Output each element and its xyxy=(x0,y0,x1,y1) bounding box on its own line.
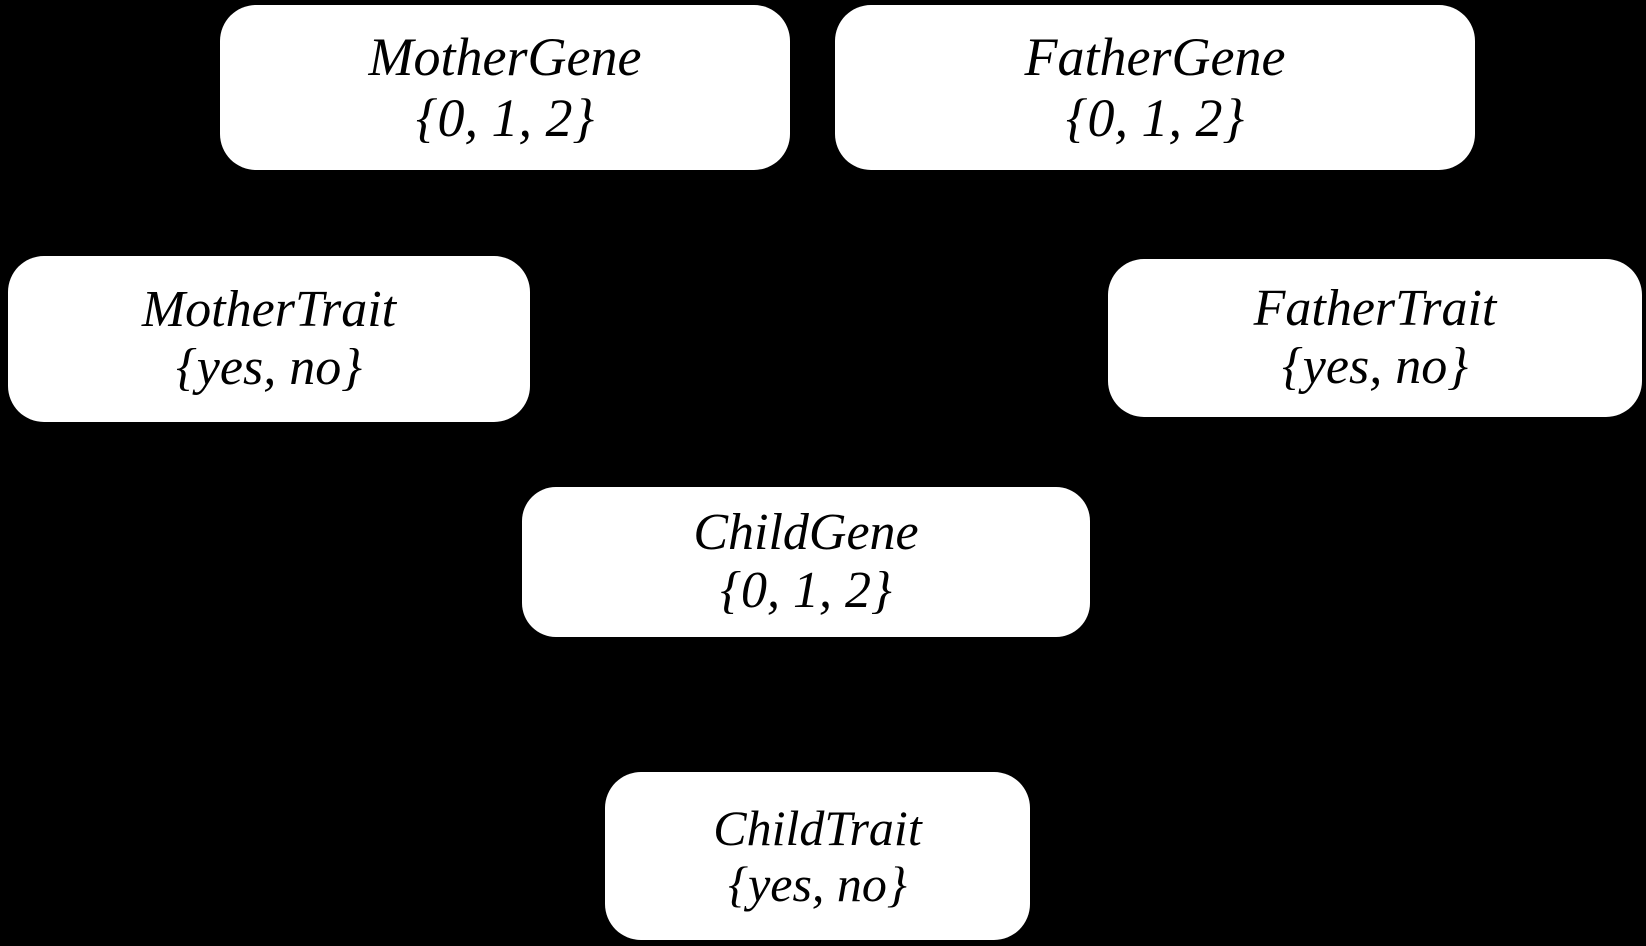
node-father-trait-label: FatherTrait xyxy=(1253,279,1497,337)
node-child-trait-domain: {yes, no} xyxy=(728,856,907,912)
node-father-gene[interactable]: FatherGene {0, 1, 2} xyxy=(835,5,1475,170)
node-mother-gene[interactable]: MotherGene {0, 1, 2} xyxy=(220,5,790,170)
node-father-trait-domain: {yes, no} xyxy=(1282,338,1468,395)
node-child-gene-domain: {0, 1, 2} xyxy=(720,562,892,619)
node-child-gene[interactable]: ChildGene {0, 1, 2} xyxy=(522,487,1090,637)
node-mother-gene-domain: {0, 1, 2} xyxy=(415,87,595,148)
node-father-trait[interactable]: FatherTrait {yes, no} xyxy=(1108,259,1642,417)
node-mother-trait[interactable]: MotherTrait {yes, no} xyxy=(8,256,530,422)
node-mother-trait-label: MotherTrait xyxy=(141,280,397,338)
node-child-trait-label: ChildTrait xyxy=(713,800,922,856)
node-child-gene-label: ChildGene xyxy=(693,503,919,561)
node-child-trait[interactable]: ChildTrait {yes, no} xyxy=(605,772,1030,940)
node-mother-trait-domain: {yes, no} xyxy=(176,339,362,396)
node-father-gene-label: FatherGene xyxy=(1024,27,1286,88)
node-father-gene-domain: {0, 1, 2} xyxy=(1065,87,1245,148)
node-mother-gene-label: MotherGene xyxy=(368,27,642,88)
